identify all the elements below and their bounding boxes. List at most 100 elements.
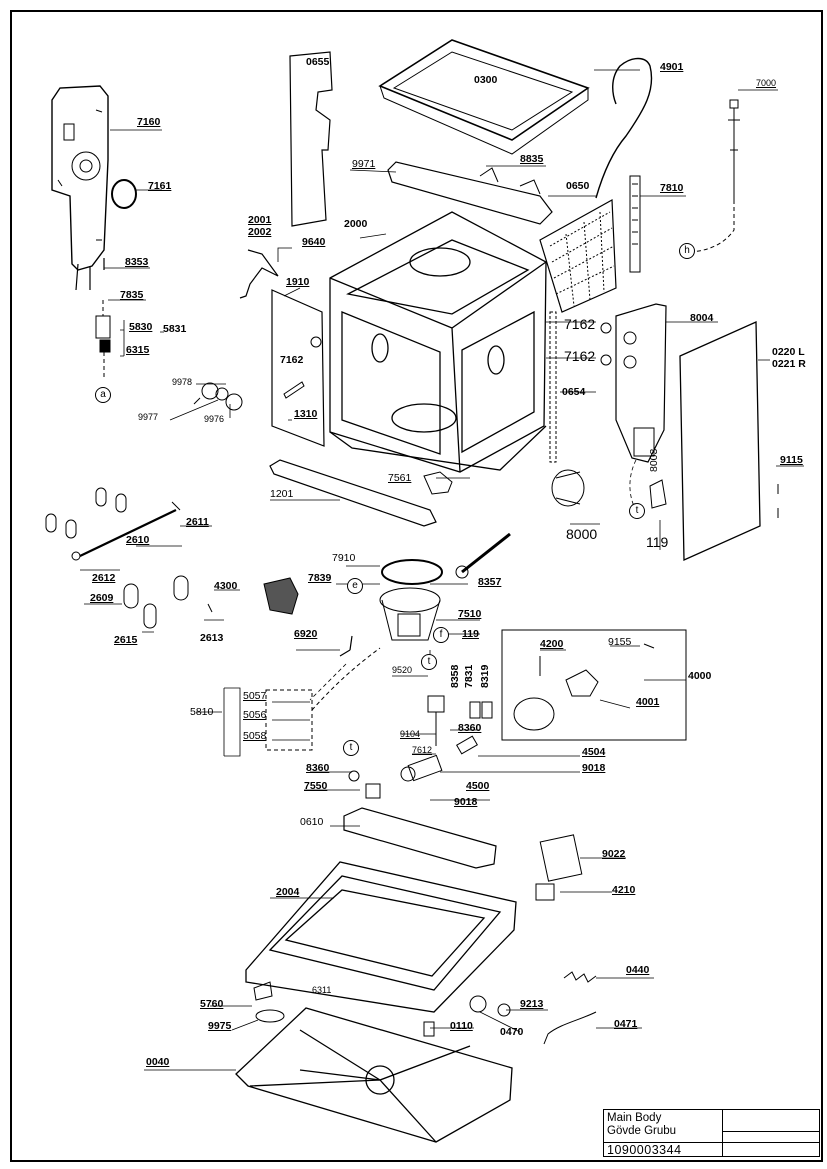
label-2613: 2613 [200,632,224,644]
part-1910-side-wall [271,289,325,447]
label-2609: 2609 [90,592,114,604]
part-0110-foot [423,1021,435,1037]
part-2001-clip [239,249,279,299]
part-0655-panel [289,51,333,227]
label-0221: 0221 R [772,358,806,370]
part-4000-group-box [501,629,687,741]
page-frame [10,10,823,1162]
title-block-empty-cell-1 [723,1110,819,1132]
label-8357: 8357 [478,576,502,588]
part-5810-bracket [196,687,241,757]
part-9155-screw [643,643,655,649]
label-9213: 9213 [520,998,544,1010]
label-7910: 7910 [332,552,356,564]
title-line-1: Main Body [607,1112,662,1124]
label-9971: 9971 [352,158,376,170]
label-8003: 8003 [648,448,660,472]
label-2004: 2004 [276,886,300,898]
part-0040-base-tray [235,1007,513,1143]
part-9977-pump-small [193,382,243,411]
label-5056: 5056 [243,709,267,721]
label-7160: 7160 [137,116,161,128]
title-block-number-cell: 1090003344 [604,1143,723,1157]
label-9018-b: 9018 [454,796,478,808]
part-7510-sump [379,587,441,641]
part-9104-tee [427,695,445,746]
part-0440-spring [563,971,597,983]
part-0471-cable [543,1011,597,1045]
label-5831: 5831 [163,323,187,335]
label-7510: 7510 [458,608,482,620]
leader-lines [80,69,804,1071]
part-7160-bracket [51,85,109,271]
part-8004-bracket [615,303,667,463]
part-0650-mesh [539,199,617,313]
label-8358: 8358 [449,664,461,688]
label-8835: 8835 [520,153,544,165]
label-5057: 5057 [243,690,267,702]
part-1310-strip [283,381,305,399]
label-6311: 6311 [312,985,332,995]
label-0655: 0655 [306,56,330,68]
part-8000-pump [551,469,585,507]
label-5810: 5810 [190,706,214,718]
callout-f: f [433,627,449,643]
label-9022: 9022 [602,848,626,860]
callout-e: e [347,578,363,594]
part-8003-latch [649,479,667,509]
label-7162-b: 7162 [564,348,596,364]
part-8357-pipe [461,532,511,574]
label-7550: 7550 [304,780,328,792]
label-2001: 2001 [248,214,272,226]
label-7561: 7561 [388,472,412,484]
part-0610-control-panel [343,807,497,869]
label-5058: 5058 [243,730,267,742]
label-4200: 4200 [540,638,564,650]
part-5810-dashed-box [265,689,313,751]
label-4901: 4901 [660,61,684,73]
label-2615: 2615 [114,634,138,646]
label-0471: 0471 [614,1018,638,1030]
title-line-2: Gövde Grubu [607,1125,677,1137]
label-8360-a: 8360 [458,722,482,734]
label-7612: 7612 [412,745,433,755]
label-0440: 0440 [626,964,650,976]
part-1201-rail [269,459,437,527]
part-0300-worktop [378,39,590,155]
label-4300: 4300 [214,580,238,592]
callout-t-2: t [421,654,437,670]
label-1201: 1201 [270,488,294,500]
label-4504: 4504 [582,746,606,758]
part-4901-cable [595,57,653,199]
part-9022-board [539,834,583,882]
label-6315: 6315 [126,344,150,356]
label-0650: 0650 [566,180,590,192]
title-block-empty-cell-2 [723,1132,819,1143]
label-0110: 0110 [450,1020,473,1032]
part-2610-rod [79,509,177,557]
part-0654-seal [549,311,557,463]
label-0300: 0300 [474,74,498,86]
label-2612: 2612 [92,572,116,584]
part-4500-pipe [400,754,443,782]
label-2000: 2000 [344,218,368,230]
label-4500: 4500 [466,780,490,792]
part-8358-clips [469,701,493,719]
title-block-name-cell: Main Body Gövde Grubu [604,1110,723,1143]
callout-t-3: t [343,740,359,756]
part-7910-gasket [381,559,443,585]
label-7831: 7831 [463,664,475,688]
label-4000: 4000 [688,670,712,682]
label-9520: 9520 [392,665,413,675]
part-9975-wheel [255,1009,285,1023]
label-8319: 8319 [479,664,491,688]
label-8004: 8004 [690,312,714,324]
label-0470: 0470 [500,1026,524,1038]
title-block: Main Body Gövde Grubu 1090003344 [603,1109,820,1157]
callout-a: a [95,387,111,403]
label-5760: 5760 [200,998,224,1010]
part-2000-tub [329,211,547,473]
label-8353: 8353 [125,256,149,268]
label-0654: 0654 [562,386,586,398]
